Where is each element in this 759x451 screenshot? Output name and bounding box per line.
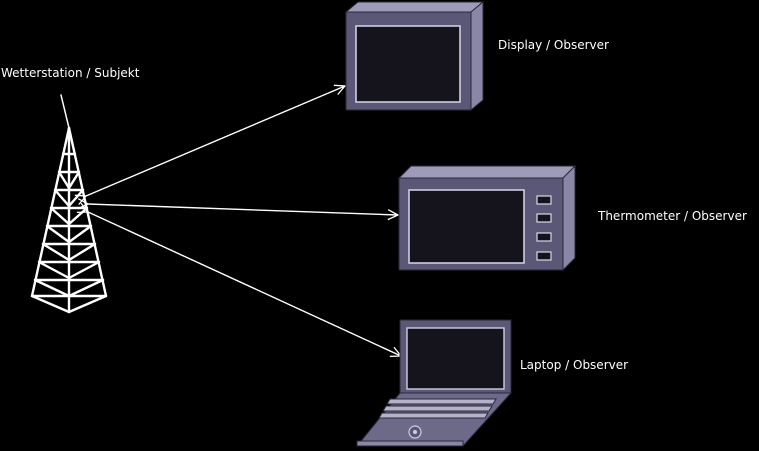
display-label: Display / Observer: [498, 38, 609, 52]
laptop-label: Laptop / Observer: [520, 358, 629, 372]
arrow-station-thermometer: [88, 204, 398, 215]
weather-station-tower-icon: [30, 94, 108, 314]
arrow-station-laptop: [88, 212, 401, 356]
thermometer-label: Thermometer / Observer: [598, 209, 747, 223]
display-monitor-icon: [344, 0, 485, 112]
thermometer-device-icon: [397, 164, 577, 272]
station-label: Wetterstation / Subjekt: [1, 66, 140, 80]
laptop-icon: [355, 319, 513, 447]
arrow-station-display: [86, 86, 345, 196]
